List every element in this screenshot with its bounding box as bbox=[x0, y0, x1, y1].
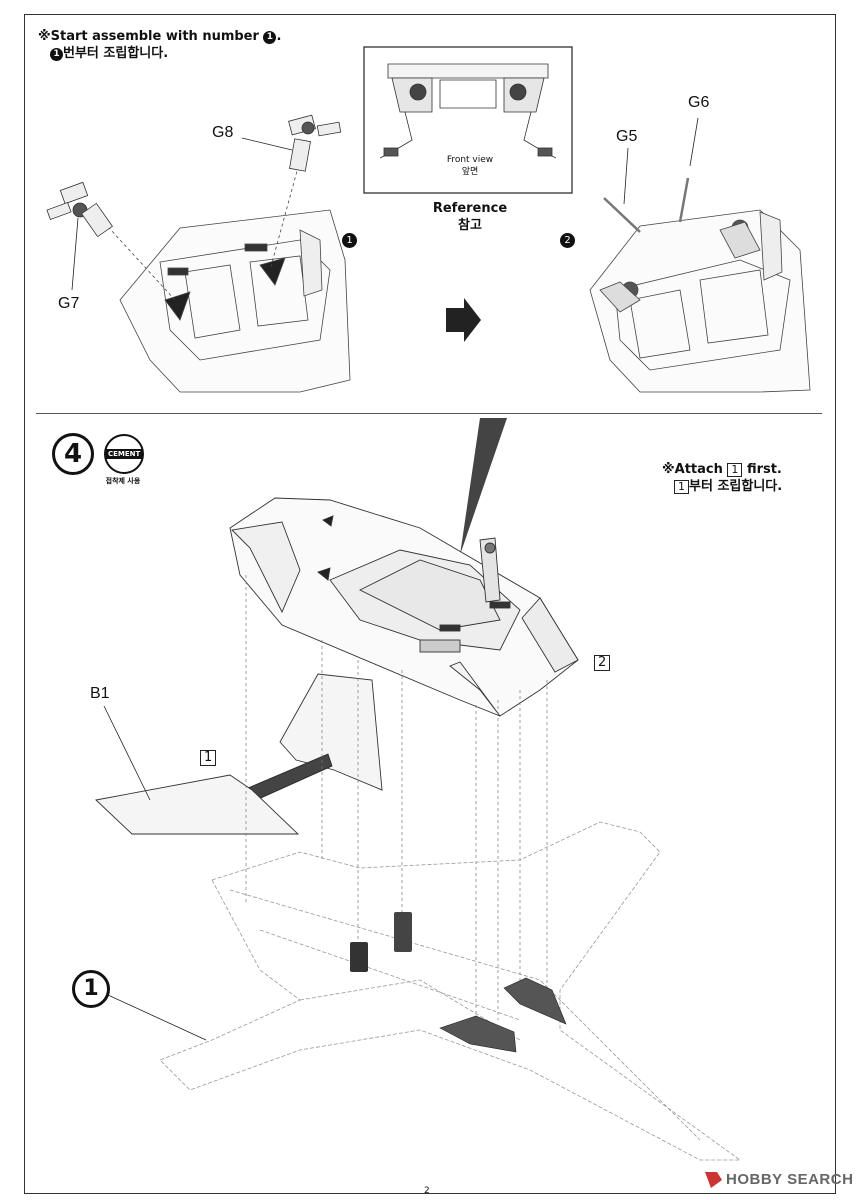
part-circled-1: 1 bbox=[72, 970, 110, 1008]
part-box-2: 2 bbox=[594, 655, 611, 671]
substep-1-badge: 1 bbox=[342, 233, 357, 248]
step-badge: 1 bbox=[263, 31, 277, 44]
attach-note-line1: ※Attach 1 first. bbox=[662, 461, 782, 478]
watermark-text: HOBBY SEARCH bbox=[726, 1171, 854, 1188]
g7-leader bbox=[71, 217, 79, 291]
insert-right bbox=[503, 977, 567, 1025]
upper-fuselage-right bbox=[589, 177, 811, 393]
page-number: 2 bbox=[424, 1186, 430, 1196]
step-number: 4 bbox=[52, 433, 94, 475]
section-divider bbox=[36, 413, 822, 414]
vertical-tail bbox=[279, 673, 383, 791]
front-view-drawing bbox=[379, 63, 557, 159]
part-label-g5: G5 bbox=[616, 128, 638, 145]
top-note-line1: ※Start assemble with number 1. bbox=[38, 28, 281, 45]
g5-leader bbox=[623, 147, 629, 205]
cement-icon-label: CEMENT bbox=[106, 449, 143, 459]
part-number-box: 1 bbox=[674, 480, 689, 494]
top-note-suffix: . bbox=[276, 29, 282, 44]
attach-note-suffix: first. bbox=[746, 462, 782, 477]
g8-leader bbox=[241, 137, 293, 151]
upper-fuselage-left bbox=[99, 159, 351, 393]
front-view-label: Front view bbox=[446, 155, 494, 165]
part-label-g7: G7 bbox=[58, 295, 80, 312]
part-label-g6: G6 bbox=[688, 94, 710, 111]
circled1-leader bbox=[107, 994, 207, 1041]
part-number-box: 1 bbox=[727, 463, 743, 477]
attach-note-text: ※Attach bbox=[662, 462, 723, 477]
part-box-1: 1 bbox=[200, 750, 217, 766]
watermark-logo-mark bbox=[705, 1172, 722, 1188]
reference-caption: Reference 참고 bbox=[418, 200, 522, 234]
attach-note-korean: 부터 조립합니다. bbox=[689, 479, 783, 494]
top-note-korean: 번부터 조립합니다. bbox=[63, 46, 169, 61]
part-g8-drawing bbox=[288, 114, 342, 172]
callout-wedge bbox=[460, 418, 507, 555]
step-badge: 1 bbox=[50, 48, 63, 61]
reference-label-ko: 참고 bbox=[458, 218, 482, 233]
mount-post-right bbox=[394, 912, 412, 952]
reference-label: Reference bbox=[432, 201, 508, 216]
page-frame bbox=[24, 14, 836, 1194]
fuselage-part-2 bbox=[229, 497, 579, 717]
front-view-label-ko: 앞면 bbox=[461, 167, 479, 177]
step-arrow bbox=[446, 298, 481, 342]
substep-2-badge: 2 bbox=[560, 233, 575, 248]
part-g7-drawing bbox=[46, 181, 113, 238]
part-b1-drawing bbox=[95, 774, 300, 835]
part-label-b1: B1 bbox=[90, 685, 110, 702]
insert-left bbox=[439, 1015, 517, 1053]
mount-post-left bbox=[350, 942, 368, 972]
cement-caption: 접착제 사용 bbox=[105, 477, 141, 485]
wing-part-1 bbox=[159, 821, 742, 1161]
front-view-caption: Front view 앞면 bbox=[428, 154, 512, 178]
b1-leader bbox=[103, 705, 151, 801]
cement-icon: CEMENT bbox=[104, 434, 144, 474]
g6-leader bbox=[689, 117, 699, 167]
top-note-text: ※Start assemble with number bbox=[38, 29, 259, 44]
tail-root-bar bbox=[247, 753, 333, 803]
part-label-g8: G8 bbox=[212, 124, 234, 141]
